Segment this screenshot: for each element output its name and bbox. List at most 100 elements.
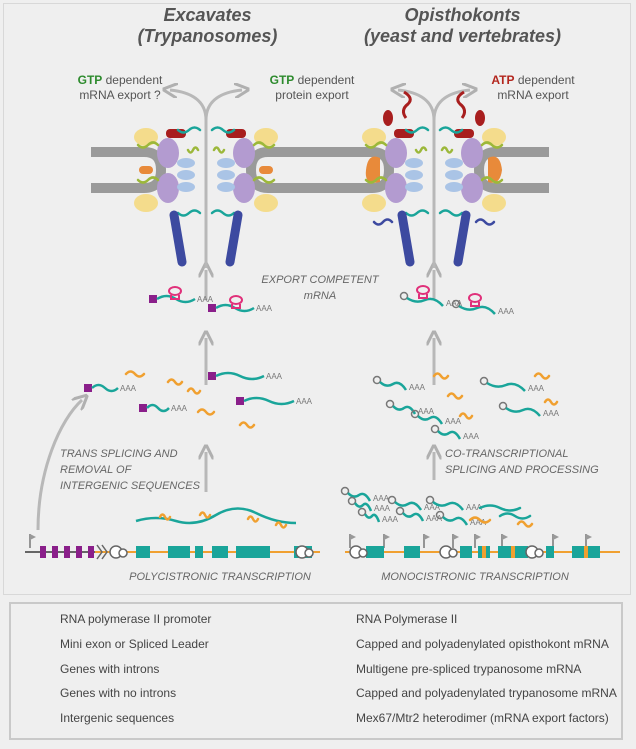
mrna-cap [357, 507, 367, 517]
rna-polymerase-icon [118, 548, 128, 558]
nucleoporin [177, 158, 195, 168]
polya-tail: AAA [266, 372, 283, 381]
opisthokont-mrna-strand [392, 405, 417, 415]
mrna-export-q-text: mRNA export ? [79, 88, 161, 102]
trans-splicing-line1: TRANS SPLICING AND [60, 448, 178, 460]
intron-fragment [432, 372, 450, 380]
mrna-cap [410, 409, 420, 419]
gene-no-intron-icon [236, 546, 270, 558]
intergenic-segment [158, 513, 172, 521]
mrna-cap [385, 399, 395, 409]
basket-filament [453, 210, 471, 267]
spliced-leader-cap [208, 372, 216, 380]
nucleoporin [482, 194, 506, 212]
opisthokont-mrna-strand [394, 501, 423, 511]
co-transcriptional-line1: CO-TRANSCRIPTIONAL [445, 448, 569, 460]
spliced-leader-cap [236, 397, 244, 405]
intron-fragment [458, 412, 474, 420]
intergenic-fragment [196, 408, 216, 416]
nucleoporin [461, 173, 483, 203]
nucleoporin [217, 158, 235, 168]
mtr2-factor [231, 304, 241, 309]
polya-tail: AAA [197, 295, 214, 304]
spliced-leader-cap [149, 295, 157, 303]
atp-label-right: ATP [491, 73, 515, 87]
polya-tail: AAA [409, 383, 426, 392]
intergenic-fragment [166, 378, 184, 386]
legend-label-opisthokont-mrna: Capped and polyadenylated opisthokont mR… [356, 637, 609, 651]
gtp-label-left: GTP [77, 73, 103, 87]
fg-repeat [480, 141, 504, 149]
intron-segment [516, 520, 534, 528]
legend-label-genes-introns: Genes with introns [60, 662, 160, 676]
intergenic-segment [246, 515, 260, 523]
polya-tail: AAA [470, 518, 487, 527]
mrna-cap [347, 496, 357, 506]
label-gtp-protein-export: GTP dependent protein export [252, 73, 372, 103]
mrna-cap [451, 299, 461, 309]
export-competent-label: EXPORT COMPETENT mRNA [245, 272, 395, 304]
trypanosome-mrna-strand [243, 396, 295, 406]
opisthokont-mrna-strand [406, 296, 444, 307]
nucleoporin [233, 138, 255, 168]
legend-label-mex67: Mex67/Mtr2 heterodimer (mRNA export fact… [356, 711, 609, 725]
polya-tail: AAA [373, 494, 390, 503]
mrna-cap [498, 401, 508, 411]
mrna-cap [479, 376, 489, 386]
fg-repeat [136, 141, 160, 149]
nucleoporin [385, 138, 407, 168]
intergenic-fragment [186, 387, 202, 395]
mrna-cap [387, 495, 397, 505]
intron [482, 546, 486, 558]
gene-no-intron-icon [195, 546, 203, 558]
nucleoporin [254, 194, 278, 212]
polya-tail: AAA [466, 503, 483, 512]
mex67-factor [229, 295, 243, 305]
fg-repeat [364, 141, 388, 149]
mex67-factor [168, 286, 182, 296]
fg-repeat [210, 209, 236, 217]
legend-label-pre-spliced: Multigene pre-spliced trypanosome mRNA [356, 662, 582, 676]
opisthokont-mrna-strand [432, 500, 464, 511]
basket-filament [225, 210, 243, 267]
mtr2-factor [470, 302, 480, 307]
nucleoporin [385, 173, 407, 203]
arrow-spliced-leader [36, 400, 82, 531]
nucleoporin [177, 182, 195, 192]
legend-label-genes-no-introns: Genes with no introns [60, 686, 177, 700]
fg-repeat [176, 126, 202, 134]
polya-tail: AAA [426, 514, 443, 523]
nuclear-membrane [91, 147, 167, 193]
mrna-export-text: mRNA export [497, 88, 569, 102]
nuclear-pore-left [91, 126, 321, 267]
polya-tail: AAA [498, 307, 515, 316]
nuclear-membrane [473, 147, 549, 193]
cytoplasmic-filament [401, 90, 412, 119]
opisthokont-mrna-strand [437, 430, 462, 440]
intron-fragment [533, 372, 551, 380]
legend-label-intergenic: Intergenic sequences [60, 711, 175, 725]
title-excavates: Excavates (Trypanosomes) [115, 5, 300, 47]
nucleoporin-orange [488, 156, 502, 183]
nucleoporin-orange [365, 156, 380, 183]
promoter-flag-icon [384, 534, 390, 540]
export-competent-line1: EXPORT COMPETENT [261, 274, 379, 286]
fg-repeat [404, 126, 430, 134]
nucleoporin [405, 182, 423, 192]
title-opisthokonts: Opisthokonts (yeast and vertebrates) [355, 5, 570, 47]
nascent-transcript [498, 512, 532, 520]
promoter-flag-icon [502, 534, 508, 540]
fg-repeat [438, 126, 464, 134]
intergenic-fragment [238, 421, 256, 429]
nucleoporin [157, 138, 179, 168]
nucleoporin [134, 194, 158, 212]
pre-spliced-mrna [135, 507, 297, 525]
fg-repeat [372, 218, 394, 226]
nucleoporin [362, 194, 386, 212]
nucleoporin [445, 182, 463, 192]
gtp-label-middle: GTP [269, 73, 295, 87]
spliced-leader-gene [52, 546, 58, 558]
nucleoporin [217, 182, 235, 192]
